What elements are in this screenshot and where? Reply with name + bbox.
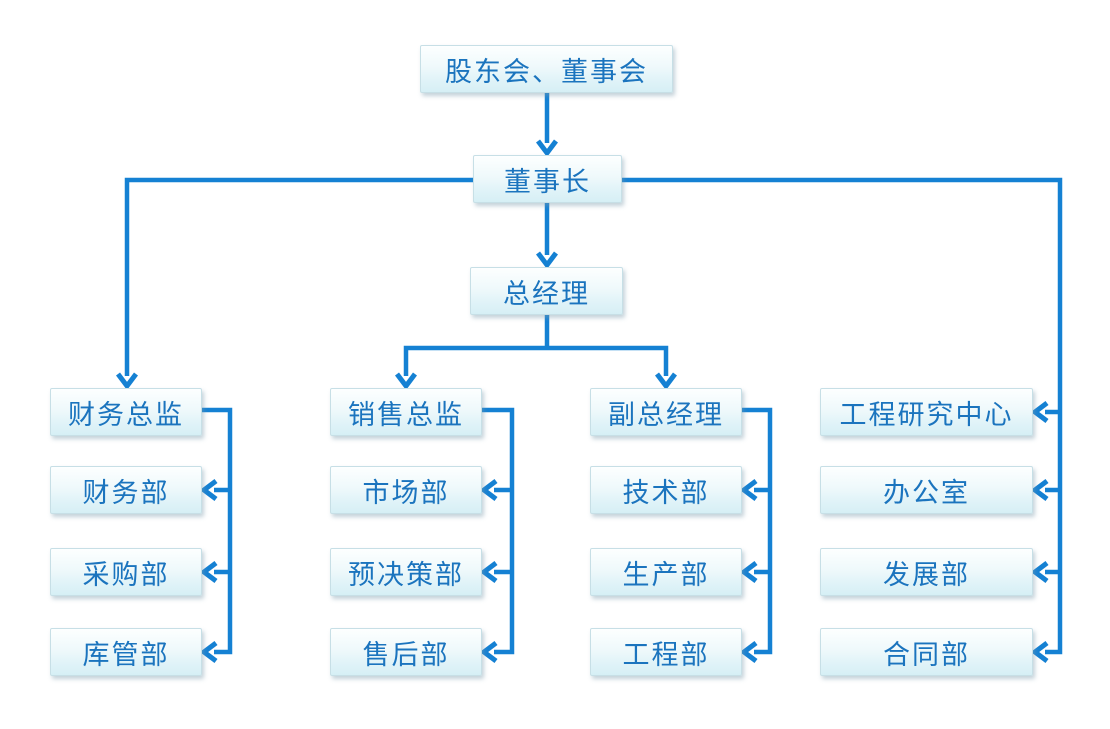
node-general-manager: 总经理 [470, 267, 623, 315]
arrowhead-left-marketing-dept [479, 479, 498, 501]
node-engineering-dept: 工程部 [590, 628, 742, 676]
arrowhead-left-warehouse-dept [199, 641, 218, 663]
arrowhead-left-purchasing-dept [199, 561, 218, 583]
arrowhead-down-gm [536, 251, 558, 270]
node-after-sales-dept: 售后部 [330, 628, 482, 676]
connector-col2-spine [482, 407, 515, 655]
node-technology-dept: 技术部 [590, 466, 742, 514]
connector-col3-spine [742, 407, 773, 655]
arrowhead-down-finance-director [116, 372, 138, 391]
node-finance-director: 财务总监 [50, 388, 202, 436]
node-marketing-dept: 市场部 [330, 466, 482, 514]
node-engineering-research-center: 工程研究中心 [820, 388, 1033, 436]
node-chairman: 董事长 [473, 155, 622, 203]
connector-col1-spine [202, 407, 233, 655]
node-sales-director: 销售总监 [330, 388, 482, 436]
node-contract-dept: 合同部 [820, 628, 1033, 676]
arrowhead-left-technology-dept [739, 479, 758, 501]
node-office: 办公室 [820, 466, 1033, 514]
arrowhead-left-development-dept [1030, 561, 1049, 583]
node-deputy-gm: 副总经理 [590, 388, 742, 436]
connector-chairman-side-spine [124, 177, 1063, 655]
arrowhead-left-contract-dept [1030, 641, 1049, 663]
arrowhead-left-production-dept [739, 561, 758, 583]
node-purchasing-dept: 采购部 [50, 548, 202, 596]
node-production-dept: 生产部 [590, 548, 742, 596]
arrowhead-down-chairman [536, 139, 558, 158]
arrowhead-left-after-sales-dept [479, 641, 498, 663]
arrowhead-down-deputy-gm [655, 372, 677, 391]
arrowhead-left-research-center [1030, 401, 1049, 423]
node-warehouse-dept: 库管部 [50, 628, 202, 676]
arrowhead-left-pre-decision-dept [479, 561, 498, 583]
arrowhead-left-engineering-dept [739, 641, 758, 663]
arrowhead-down-sales-director [395, 372, 417, 391]
node-development-dept: 发展部 [820, 548, 1033, 596]
node-finance-dept: 财务部 [50, 466, 202, 514]
arrowhead-left-finance-dept [199, 479, 218, 501]
connector-gm-branch [403, 345, 669, 376]
arrowhead-left-office [1030, 479, 1049, 501]
node-pre-decision-dept: 预决策部 [330, 548, 482, 596]
node-shareholders-board: 股东会、董事会 [420, 45, 673, 93]
